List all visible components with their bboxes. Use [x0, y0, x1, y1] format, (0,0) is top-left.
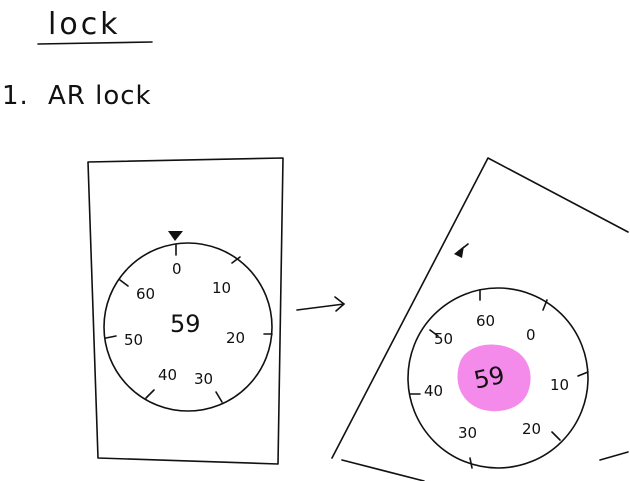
right-dial[interactable]: 60 50 40 30 20 10 0 59 — [407, 287, 589, 469]
dial-tick — [577, 371, 589, 377]
left-phone-frame — [87, 157, 284, 465]
transition-arrow-icon — [296, 296, 345, 312]
dial-number-60: 60 — [476, 312, 495, 330]
dial-number-20: 20 — [522, 420, 541, 438]
dial-number-30: 30 — [458, 424, 477, 442]
dial-number-40: 40 — [424, 382, 443, 400]
right-phone-frame — [331, 157, 629, 481]
left-dial[interactable]: 0 10 20 30 40 50 60 59 — [103, 242, 273, 412]
title-underline — [37, 41, 153, 45]
dial-number-60: 60 — [136, 285, 155, 303]
dial-tick — [145, 389, 155, 399]
dial-number-10: 10 — [212, 279, 231, 297]
left-dial-value: 59 — [170, 310, 201, 338]
dial-tick — [551, 431, 561, 441]
dial-tick — [542, 299, 548, 311]
right-dial-value: 59 — [471, 361, 507, 395]
dial-tick — [105, 335, 117, 339]
dial-number-0: 0 — [526, 326, 536, 344]
tilted-pointer-icon — [454, 243, 469, 258]
center-highlight-blob — [457, 344, 531, 412]
left-dial-ring — [103, 242, 273, 412]
dial-number-30: 30 — [194, 370, 213, 388]
dial-tick — [231, 256, 241, 264]
pointer-triangle-icon — [168, 231, 183, 241]
dial-number-50: 50 — [434, 330, 453, 348]
dial-tick — [429, 329, 439, 337]
dial-tick — [119, 279, 129, 287]
dial-tick — [469, 457, 473, 469]
right-dial-ring — [407, 287, 589, 469]
page-title: lock — [48, 7, 121, 42]
dial-tick — [215, 391, 223, 403]
dial-number-20: 20 — [226, 329, 245, 347]
item-number: 1. — [2, 81, 29, 111]
dial-number-40: 40 — [158, 366, 177, 384]
dial-number-0: 0 — [172, 260, 182, 278]
item-label: AR lock — [48, 81, 152, 111]
dial-number-10: 10 — [550, 376, 569, 394]
dial-number-50: 50 — [124, 331, 143, 349]
